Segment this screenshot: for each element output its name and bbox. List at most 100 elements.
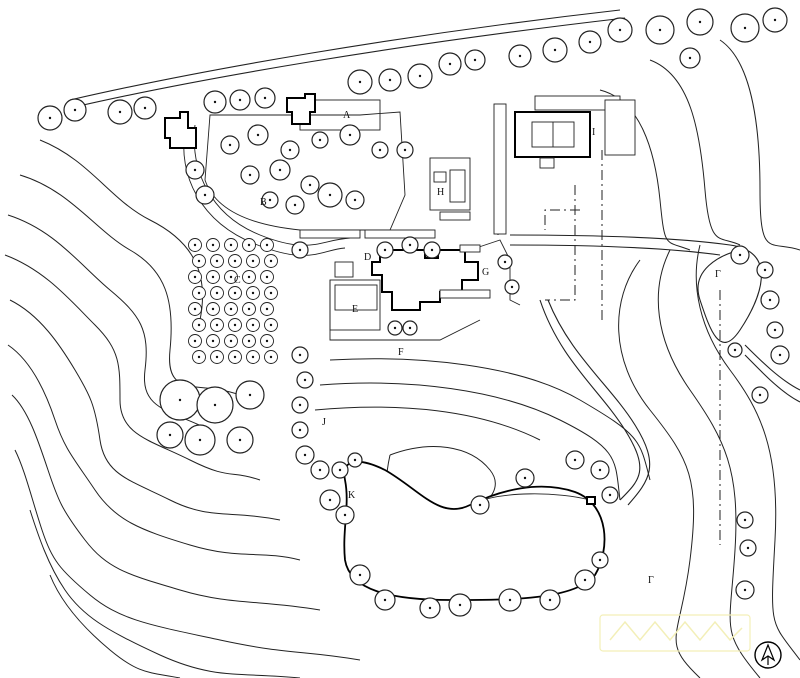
tree-trunk-dot [428, 606, 432, 610]
hedges [299, 211, 491, 299]
tree-trunk-dot [353, 458, 357, 462]
tree-trunk-dot [408, 243, 412, 247]
tree-trunk-dot [238, 438, 242, 442]
tree-trunk-dot [193, 168, 197, 172]
tree-trunk-dot [318, 468, 322, 472]
tree-trunk-dot [388, 78, 392, 82]
label-e: E [352, 304, 358, 315]
tree-trunk-dot [338, 468, 342, 472]
label-i: I [592, 127, 595, 138]
tree-trunk-dot [733, 348, 737, 352]
tree-trunk-dot [229, 339, 233, 343]
label-g: G [482, 267, 489, 278]
tree-trunk-dot [178, 398, 182, 402]
tree-trunk-dot [197, 291, 201, 295]
tree-trunk-dot [197, 355, 201, 359]
tree-trunk-dot [118, 110, 122, 114]
tree-trunk-dot [211, 307, 215, 311]
tree-trunk-dot [548, 598, 552, 602]
label-j: J [322, 417, 326, 428]
tree-trunk-dot [746, 546, 750, 550]
tree-trunk-dot [778, 353, 782, 357]
tree-trunk-dot [298, 428, 302, 432]
tree-trunk-dot [768, 298, 772, 302]
tree-trunk-dot [251, 323, 255, 327]
tree-trunk-dot [458, 603, 462, 607]
orchard [188, 238, 278, 364]
tree-trunk-dot [229, 307, 233, 311]
tree-trunk-dot [598, 468, 602, 472]
tree-trunk-dot [233, 355, 237, 359]
contour-lines [4, 139, 361, 678]
tree-trunk-dot [247, 339, 251, 343]
tree-trunk-dot [193, 307, 197, 311]
tree-trunk-dot [193, 243, 197, 247]
tree-trunk-dot [298, 403, 302, 407]
tree-trunk-dot [343, 513, 347, 517]
label-h: H [437, 187, 444, 198]
label-gamma-upper: Γ [715, 269, 721, 280]
tree-trunk-dot [211, 243, 215, 247]
tree-trunk-dot [256, 133, 260, 137]
roads [69, 9, 800, 506]
tree-trunk-dot [573, 458, 577, 462]
tree-trunk-dot [278, 168, 282, 172]
tree-trunk-dot [251, 259, 255, 263]
tree-trunk-dot [430, 248, 434, 252]
north-arrow-icon [754, 641, 782, 669]
tree-trunk-dot [743, 518, 747, 522]
tree-trunk-dot [233, 291, 237, 295]
tree-trunk-dot [583, 578, 587, 582]
tree-trunk-dot [211, 339, 215, 343]
tree-trunk-dot [248, 393, 252, 397]
tree-trunk-dot [269, 259, 273, 263]
tree-trunk-dot [303, 378, 307, 382]
label-c: C [234, 275, 241, 286]
tree-trunk-dot [203, 193, 207, 197]
tree-trunk-dot [247, 243, 251, 247]
tree-trunk-dot [247, 275, 251, 279]
tree-trunk-dot [503, 260, 507, 264]
tree-trunk-dot [518, 54, 522, 58]
tree-trunk-dot [247, 307, 251, 311]
tree-trunk-dot [238, 98, 242, 102]
tree-trunk-dot [743, 588, 747, 592]
tree-trunk-dot [743, 26, 747, 30]
tree-trunk-dot [318, 138, 322, 142]
tree-trunk-dot [288, 148, 292, 152]
tree-trunk-dot [328, 193, 332, 197]
tree-trunk-dot [328, 498, 332, 502]
tree-trunk-dot [298, 353, 302, 357]
tree-trunk-dot [251, 355, 255, 359]
tree-trunk-dot [408, 326, 412, 330]
tree-trunk-dot [213, 100, 217, 104]
tree-trunk-dot [308, 183, 312, 187]
tree-trunk-dot [358, 573, 362, 577]
tree-trunk-dot [229, 275, 233, 279]
tree-trunk-dot [510, 285, 514, 289]
tree-trunk-dot [688, 56, 692, 60]
tree-trunk-dot [269, 323, 273, 327]
tree-trunk-dot [193, 275, 197, 279]
tree-trunk-dot [293, 203, 297, 207]
tree-trunk-dot [193, 339, 197, 343]
tree-trunk-dot [473, 58, 477, 62]
tree-trunk-dot [215, 291, 219, 295]
tree-trunk-dot [618, 28, 622, 32]
tree-trunk-dot [233, 259, 237, 263]
tree-trunk-dot [298, 248, 302, 252]
tree-trunk-dot [265, 275, 269, 279]
tree-trunk-dot [265, 243, 269, 247]
tree-trunk-dot [269, 355, 273, 359]
tree-trunk-dot [478, 503, 482, 507]
tree-trunk-dot [303, 453, 307, 457]
label-d: D [364, 252, 371, 263]
tree-trunk-dot [553, 48, 557, 52]
tree-trunk-dot [773, 328, 777, 332]
tree-trunk-dot [265, 339, 269, 343]
tree-trunk-dot [353, 198, 357, 202]
area-labels: A B C D E F G H I J K Γ Γ [234, 110, 721, 586]
tree-trunk-dot [378, 148, 382, 152]
label-a: A [343, 110, 351, 121]
tree-trunk-dot [233, 323, 237, 327]
